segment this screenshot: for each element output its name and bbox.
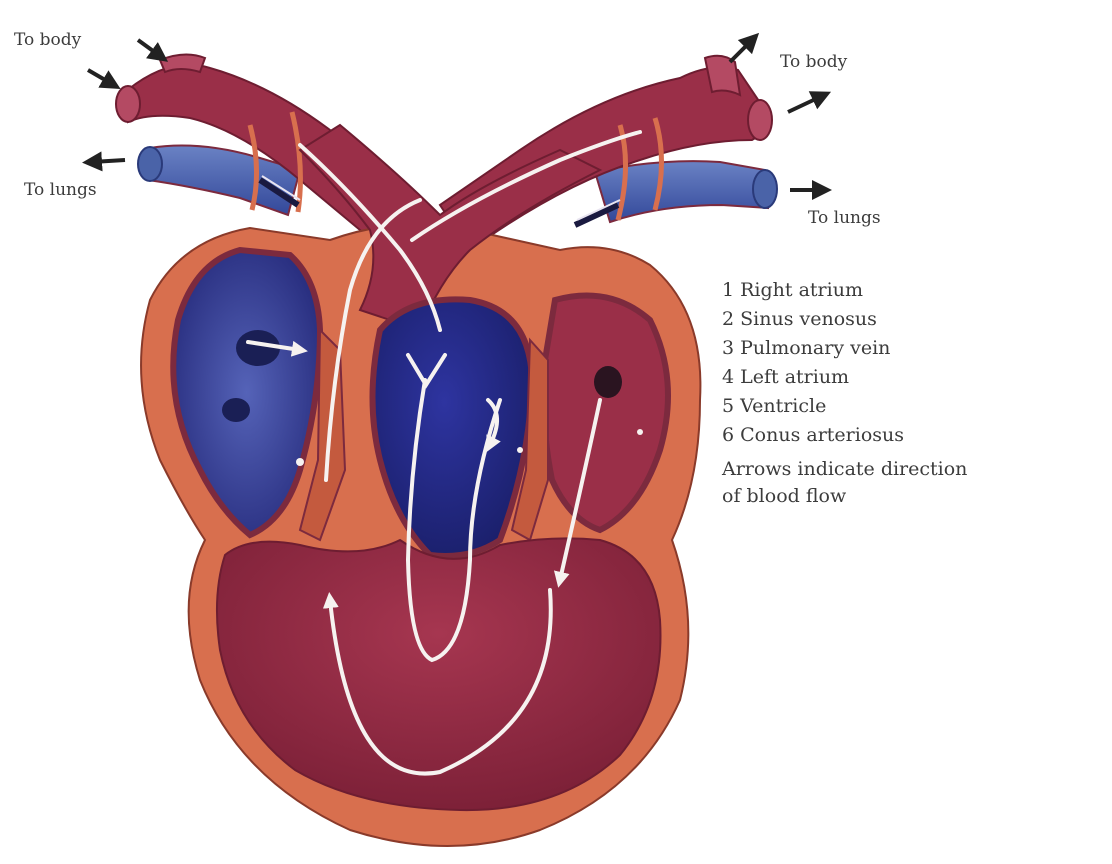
label-to-lungs-left: To lungs [24, 180, 97, 200]
legend-item-right-atrium: 1 Right atrium [722, 276, 967, 305]
legend-item-left-atrium: 4 Left atrium [722, 363, 967, 392]
legend-note-line1: Arrows indicate direction [722, 456, 967, 483]
label-to-lungs-right: To lungs [808, 208, 881, 228]
label-to-body-left: To body [14, 30, 81, 50]
legend-note-line2: of blood flow [722, 483, 967, 510]
legend-item-conus-arteriosus: 6 Conus arteriosus [722, 421, 967, 450]
legend-item-ventricle: 5 Ventricle [722, 392, 967, 421]
legend: 1 Right atrium 2 Sinus venosus 3 Pulmona… [722, 276, 967, 510]
label-to-body-right: To body [780, 52, 847, 72]
legend-item-pulmonary-vein: 3 Pulmonary vein [722, 334, 967, 363]
legend-item-sinus-venosus: 2 Sinus venosus [722, 305, 967, 334]
